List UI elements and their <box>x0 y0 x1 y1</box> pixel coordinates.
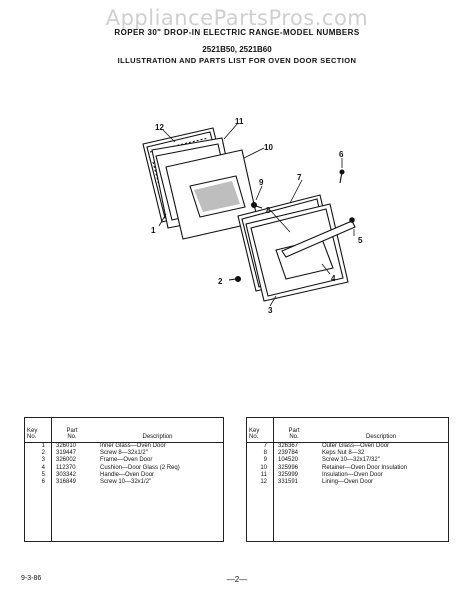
callout-2: 2 <box>218 277 223 286</box>
description-column-header: Description <box>314 417 449 443</box>
callout-10: 10 <box>264 143 273 152</box>
part-header-line1: Part <box>288 428 300 434</box>
callout-6: 6 <box>339 150 344 159</box>
callout-9: 9 <box>259 178 264 187</box>
callout-1: 1 <box>151 226 156 235</box>
callout-4: 4 <box>331 274 336 283</box>
screw-6 <box>339 169 345 184</box>
screw-2 <box>228 275 242 283</box>
callout-11: 11 <box>235 117 244 126</box>
date-code: 9-3-86 <box>21 575 42 582</box>
page-number: —2— <box>226 575 248 584</box>
callout-3: 3 <box>268 306 273 315</box>
door-handle <box>281 217 356 258</box>
callout-12: 12 <box>155 123 164 132</box>
key-header-line1: Key <box>27 428 38 434</box>
callout-8: 8 <box>266 206 271 215</box>
key-column-header: Key No. <box>24 417 52 443</box>
key-header-line2: No. <box>27 434 37 440</box>
callout-7: 7 <box>297 173 302 182</box>
retainer-frame <box>165 149 259 240</box>
key-header-line1: Key <box>249 428 260 434</box>
description-column-header: Description <box>92 417 224 443</box>
part-column-header: Part No. <box>273 417 314 443</box>
document-title: ROPER 30" DROP-IN ELECTRIC RANGE-MODEL N… <box>114 28 360 37</box>
part-column-header: Part No. <box>51 417 92 443</box>
part-header-line2: No. <box>67 434 77 440</box>
table-filler <box>246 486 449 542</box>
part-header-line2: No. <box>289 434 299 440</box>
screw-9 <box>250 201 263 209</box>
document-subtitle: ILLUSTRATION AND PARTS LIST FOR OVEN DOO… <box>117 56 357 65</box>
model-numbers: 2521B50, 2521B60 <box>202 45 272 54</box>
table-filler <box>24 486 224 542</box>
watermark: AppliancePartsPros.com <box>105 6 369 30</box>
key-header-line2: No. <box>249 434 259 440</box>
key-column-header: Key No. <box>246 417 274 443</box>
part-header-line1: Part <box>66 428 78 434</box>
callout-5: 5 <box>358 236 363 245</box>
